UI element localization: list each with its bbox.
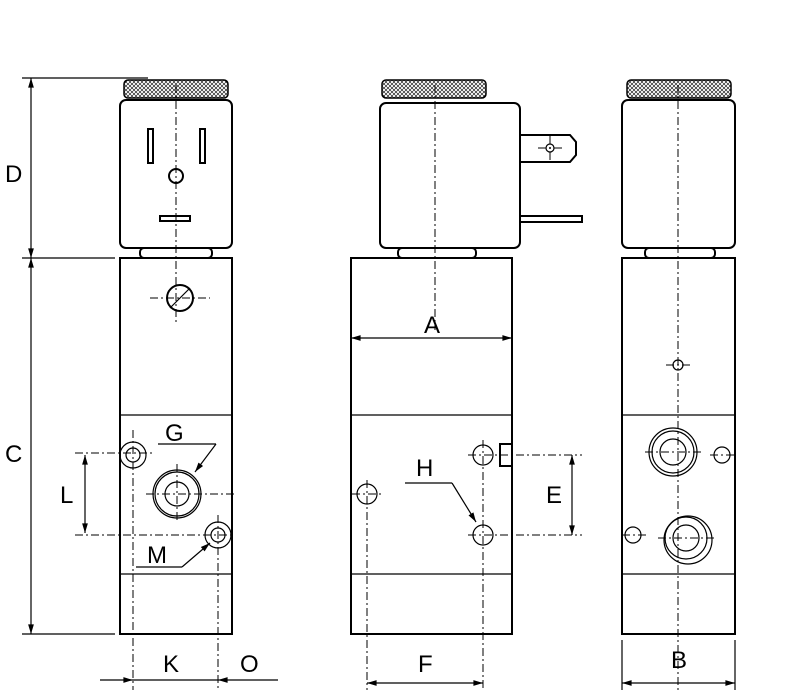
coil-pin (199, 128, 206, 164)
dim-label-C: C (5, 441, 22, 468)
dim-label-O: O (240, 651, 259, 678)
dim-label-K: K (163, 651, 179, 678)
dim-label-F: F (418, 651, 433, 678)
dim-label-D: D (5, 161, 22, 188)
rear-view: B (621, 79, 736, 690)
dim-label-L: L (60, 482, 73, 509)
knurled-cap (626, 79, 732, 99)
dim-label-G: G (165, 420, 184, 447)
coil (379, 102, 521, 249)
dim-label-H: H (416, 455, 433, 482)
front-view: D C L G M K O (5, 77, 278, 690)
coil-pin (147, 128, 154, 164)
dim-label-A: A (424, 312, 440, 339)
knurled-cap (381, 79, 487, 99)
side-view: A E H F (350, 79, 583, 690)
bracket (519, 215, 583, 223)
dim-label-M: M (147, 542, 167, 569)
coil-pin (159, 215, 191, 222)
nut (397, 247, 477, 259)
connector-tab (519, 134, 577, 163)
dim-label-B: B (671, 647, 687, 674)
nut (644, 247, 716, 259)
dim-label-E: E (546, 482, 562, 509)
